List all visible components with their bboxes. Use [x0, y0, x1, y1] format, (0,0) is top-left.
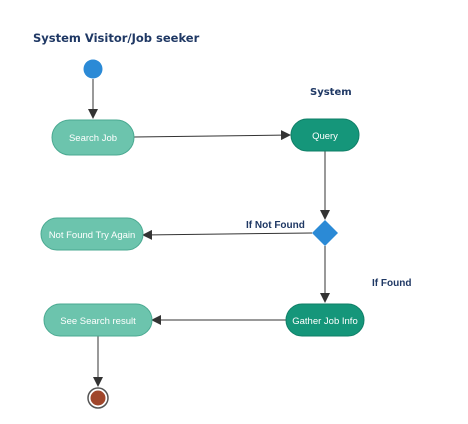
- activity-query: Query: [290, 118, 360, 152]
- activity-search-job-label: Search Job: [69, 133, 117, 144]
- label-if-not-found: If Not Found: [246, 220, 305, 231]
- end-node: [87, 387, 109, 409]
- activity-query-label: Query: [312, 131, 338, 142]
- edge-decision-to-notfound: [142, 229, 313, 240]
- decision-node: [312, 220, 338, 246]
- edge-search-to-query: [133, 130, 291, 141]
- activity-gather-job-info: Gather Job Info: [285, 303, 365, 337]
- activity-see-search-result: See Search result: [43, 303, 153, 337]
- activity-not-found-label: Not Found Try Again: [49, 230, 136, 241]
- lane-title-visitor: System Visitor/Job seeker: [33, 31, 200, 45]
- label-if-found: If Found: [372, 278, 411, 289]
- activity-see-search-result-label: See Search result: [60, 316, 136, 327]
- activity-gather-job-info-label: Gather Job Info: [292, 316, 357, 327]
- activity-search-job: Search Job: [51, 119, 135, 156]
- start-node: [83, 59, 103, 79]
- activity-not-found: Not Found Try Again: [40, 217, 144, 251]
- lane-title-system: System: [310, 87, 352, 98]
